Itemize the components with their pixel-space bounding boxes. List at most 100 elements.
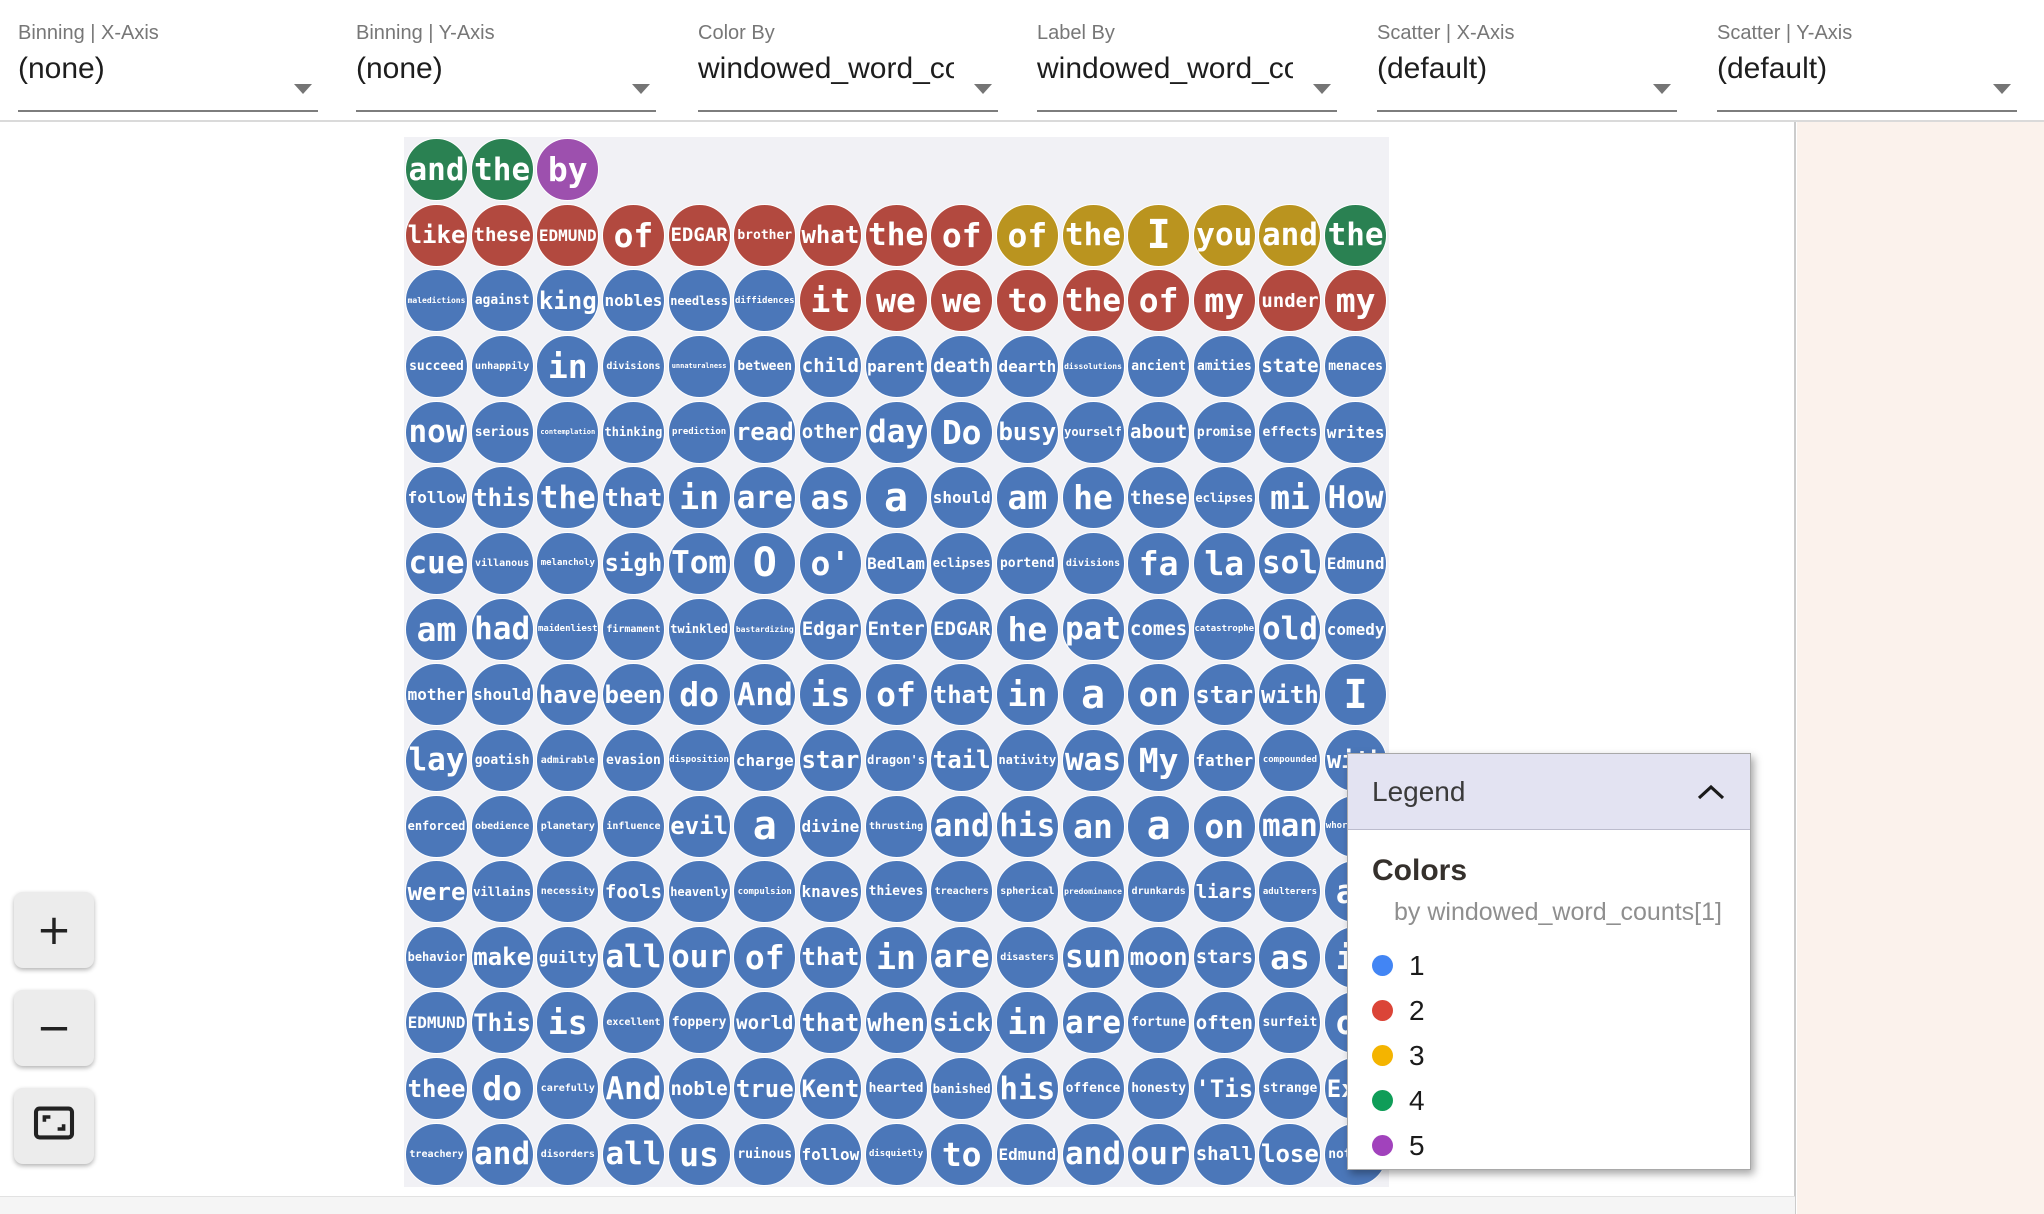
word-bubble[interactable]: Edmund: [1324, 531, 1388, 595]
word-bubble[interactable]: world: [733, 991, 797, 1055]
word-bubble[interactable]: of: [601, 203, 665, 267]
word-bubble[interactable]: am: [995, 466, 1059, 530]
word-bubble[interactable]: on: [1127, 663, 1191, 727]
word-bubble[interactable]: Kent: [798, 1057, 862, 1121]
word-bubble[interactable]: foppery: [667, 991, 731, 1055]
word-bubble[interactable]: compounded: [1258, 728, 1322, 792]
word-bubble[interactable]: thieves: [864, 860, 928, 924]
word-bubble[interactable]: I: [1127, 203, 1191, 267]
word-bubble[interactable]: a: [864, 466, 928, 530]
word-bubble[interactable]: needless: [667, 269, 731, 333]
word-bubble[interactable]: 'Tis: [1192, 1057, 1256, 1121]
word-bubble[interactable]: in: [864, 925, 928, 989]
word-bubble[interactable]: now: [405, 400, 468, 464]
word-bubble[interactable]: a: [1061, 663, 1125, 727]
word-bubble[interactable]: this: [470, 466, 534, 530]
word-bubble[interactable]: yourself: [1061, 400, 1125, 464]
word-bubble[interactable]: ancient: [1127, 334, 1191, 398]
word-bubble[interactable]: divisions: [1061, 531, 1125, 595]
word-bubble[interactable]: you: [1192, 203, 1256, 267]
word-bubble[interactable]: am: [405, 597, 468, 661]
word-bubble[interactable]: Edgar: [798, 597, 862, 661]
word-bubble[interactable]: honesty: [1127, 1057, 1191, 1121]
word-bubble[interactable]: dissolutions: [1061, 334, 1125, 398]
zoom-out-button[interactable]: −: [14, 990, 94, 1066]
dropdown-scatter-x-axis[interactable]: Scatter | X-Axis(default): [1377, 0, 1677, 120]
word-bubble[interactable]: we: [930, 269, 994, 333]
word-bubble[interactable]: goatish: [470, 728, 534, 792]
word-bubble[interactable]: Edmund: [995, 1122, 1059, 1186]
word-bubble[interactable]: us: [667, 1122, 731, 1186]
zoom-in-button[interactable]: +: [14, 892, 94, 968]
word-bubble[interactable]: dearth: [995, 334, 1059, 398]
word-bubble[interactable]: these: [1127, 466, 1191, 530]
dropdown-scatter-y-axis[interactable]: Scatter | Y-Axis(default): [1717, 0, 2017, 120]
word-bubble[interactable]: firmament: [601, 597, 665, 661]
word-bubble[interactable]: a: [733, 794, 797, 858]
word-bubble[interactable]: sol: [1258, 531, 1322, 595]
word-bubble[interactable]: mi: [1258, 466, 1322, 530]
word-bubble[interactable]: that: [601, 466, 665, 530]
word-bubble[interactable]: against: [470, 269, 534, 333]
word-bubble[interactable]: of: [733, 925, 797, 989]
word-bubble[interactable]: man: [1258, 794, 1322, 858]
word-bubble[interactable]: pat: [1061, 597, 1125, 661]
word-bubble[interactable]: the: [1061, 203, 1125, 267]
word-bubble[interactable]: treachers: [930, 860, 994, 924]
word-bubble[interactable]: his: [995, 1057, 1059, 1121]
word-bubble[interactable]: adulterers: [1258, 860, 1322, 924]
word-bubble[interactable]: old: [1258, 597, 1322, 661]
word-bubble[interactable]: treachery: [405, 1122, 468, 1186]
word-bubble[interactable]: heavenly: [667, 860, 731, 924]
word-bubble[interactable]: in: [667, 466, 731, 530]
word-bubble[interactable]: star: [798, 728, 862, 792]
word-bubble[interactable]: on: [1192, 794, 1256, 858]
word-bubble[interactable]: cue: [405, 531, 468, 595]
word-bubble[interactable]: twinkled: [667, 597, 731, 661]
word-bubble[interactable]: make: [470, 925, 534, 989]
word-bubble[interactable]: true: [733, 1057, 797, 1121]
word-bubble[interactable]: sigh: [601, 531, 665, 595]
word-bubble[interactable]: the: [536, 466, 600, 530]
word-bubble[interactable]: guilty: [536, 925, 600, 989]
word-bubble[interactable]: like: [405, 203, 468, 267]
word-bubble[interactable]: what: [798, 203, 862, 267]
word-bubble[interactable]: serious: [470, 400, 534, 464]
word-bubble[interactable]: moon: [1127, 925, 1191, 989]
word-bubble[interactable]: to: [930, 1122, 994, 1186]
word-bubble[interactable]: stars: [1192, 925, 1256, 989]
word-bubble[interactable]: in: [995, 663, 1059, 727]
word-bubble[interactable]: behavior: [405, 925, 468, 989]
word-bubble[interactable]: dragon's: [864, 728, 928, 792]
word-bubble[interactable]: shall: [1192, 1122, 1256, 1186]
word-bubble[interactable]: And: [733, 663, 797, 727]
word-bubble[interactable]: state: [1258, 334, 1322, 398]
word-bubble[interactable]: prediction: [667, 400, 731, 464]
word-bubble[interactable]: should: [470, 663, 534, 727]
word-bubble[interactable]: predominance: [1061, 860, 1125, 924]
word-bubble[interactable]: lose: [1258, 1122, 1322, 1186]
word-bubble[interactable]: I: [1324, 663, 1388, 727]
word-bubble[interactable]: offence: [1061, 1057, 1125, 1121]
word-bubble[interactable]: disorders: [536, 1122, 600, 1186]
word-bubble[interactable]: and: [930, 794, 994, 858]
word-bubble[interactable]: How: [1324, 466, 1388, 530]
word-bubble[interactable]: writes: [1324, 400, 1388, 464]
word-bubble[interactable]: diffidences: [733, 269, 797, 333]
word-bubble[interactable]: of: [1127, 269, 1191, 333]
dropdown-binning-y-axis[interactable]: Binning | Y-Axis(none): [356, 0, 656, 120]
word-bubble[interactable]: liars: [1192, 860, 1256, 924]
word-bubble[interactable]: This: [470, 991, 534, 1055]
word-bubble[interactable]: spherical: [995, 860, 1059, 924]
word-bubble[interactable]: villanous: [470, 531, 534, 595]
word-bubble[interactable]: should: [930, 466, 994, 530]
word-bubble[interactable]: tail: [930, 728, 994, 792]
word-bubble[interactable]: amities: [1192, 334, 1256, 398]
word-bubble[interactable]: his: [995, 794, 1059, 858]
word-bubble[interactable]: fa: [1127, 531, 1191, 595]
word-bubble[interactable]: Bedlam: [864, 531, 928, 595]
word-bubble[interactable]: evasion: [601, 728, 665, 792]
word-bubble[interactable]: was: [1061, 728, 1125, 792]
word-bubble[interactable]: we: [864, 269, 928, 333]
